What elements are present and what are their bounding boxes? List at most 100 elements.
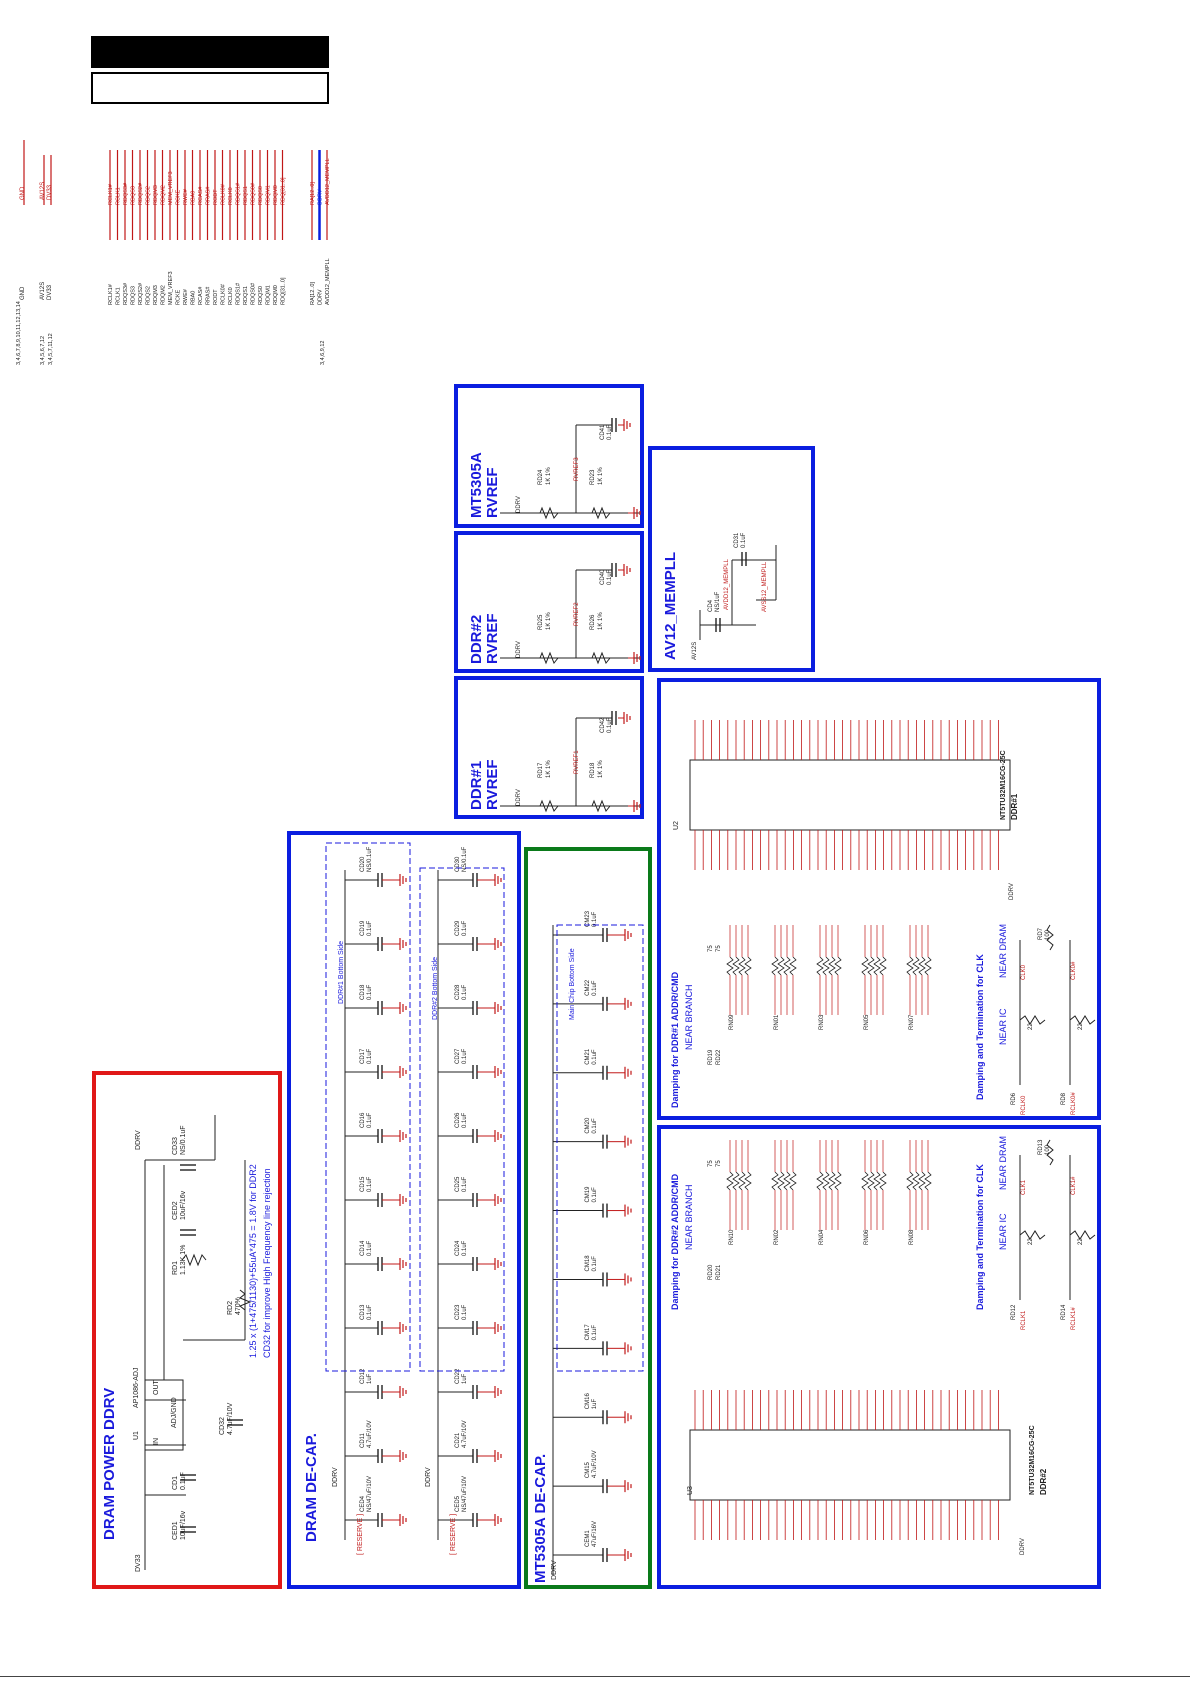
resistor-network — [744, 956, 752, 976]
vref-signal: RVREF1 — [574, 750, 580, 774]
connector-net-label: RDQS3 — [131, 286, 137, 305]
connector-net-label: RCLK1# — [108, 183, 114, 205]
resistor-network — [783, 1171, 791, 1191]
connector-net-label: RA[12..0] — [310, 282, 316, 305]
vref-net: DDRV — [516, 641, 522, 658]
connector-net-label: RDQ[31..0] — [281, 177, 287, 205]
capacitor-value: 0.1uF — [462, 920, 468, 936]
connector-net-label: AV12S — [40, 282, 46, 300]
vref-net: DDRV — [516, 496, 522, 513]
connector-net-label: RODT — [213, 189, 219, 205]
title-block-bar — [91, 36, 329, 68]
resistor-network — [834, 956, 842, 976]
connector-net-label: RCAS# — [198, 286, 204, 305]
av12-title: AV12_MEMPLL — [662, 552, 679, 660]
connector-net-label: RCLK1 — [116, 287, 122, 305]
power-net-in: DV33 — [135, 1554, 142, 1572]
capacitor-ref: CD15 — [360, 1176, 366, 1192]
resistor — [1046, 1139, 1054, 1166]
ddr1-near-branch: NEAR BRANCH — [684, 984, 694, 1050]
capacitor-value: 0.1uF — [592, 1187, 598, 1203]
capacitor-value: 0.1uF — [367, 1304, 373, 1320]
capacitor-value: 0.1uF — [367, 1112, 373, 1128]
connector-net-label: RDQS3# — [123, 282, 129, 305]
connector-net-label: RODT — [213, 289, 219, 305]
clk-net: RCLK0# — [1071, 1092, 1077, 1115]
connector-net-label: RCLK0 — [228, 287, 234, 305]
resistor-ref: RD25 — [538, 614, 544, 630]
resistor-network — [738, 956, 746, 976]
connector-net-label: RBA0 — [191, 291, 197, 305]
vref-d2-frame — [454, 531, 644, 673]
connector-net-label: RDQS2 — [146, 186, 152, 205]
connector-net-label: RCLK0# — [221, 283, 227, 305]
vref-d2-title1: DDR#2 — [468, 615, 485, 664]
vref-mt-title1: MT5305A — [468, 452, 485, 518]
connector-net-label: RBA0 — [191, 191, 197, 205]
capacitor-value: 0.1uF — [607, 717, 613, 733]
capacitor-ref: CD28 — [455, 984, 461, 1000]
capacitor-ref: CD12 — [360, 1368, 366, 1384]
resistor-value: 1K 1% — [598, 467, 604, 485]
connector-net-label: RDQM1 — [266, 285, 272, 305]
vref-d1-title2: RVREF — [484, 759, 501, 810]
connector-net-label: RWE# — [183, 288, 189, 305]
vref-mt-frame — [454, 384, 644, 528]
resistor-network — [906, 956, 914, 976]
resistor-value: 1K 1% — [546, 612, 552, 630]
resistor-network-ref: RN10 — [729, 1229, 735, 1245]
capacitor-ref: CD21 — [455, 1432, 461, 1448]
capacitor-value: NS/0.1uF — [462, 846, 468, 872]
connector-net-label: GND — [20, 186, 26, 200]
power-cd33: CD33 — [172, 1137, 179, 1155]
decap-reserve-1: [ RESERVE ] — [357, 1514, 364, 1555]
capacitor-ref: CM20 — [585, 1117, 591, 1134]
resistor-network — [867, 1171, 875, 1191]
resistor-network — [816, 956, 824, 976]
resistor-network-ref: RN06 — [864, 1229, 870, 1245]
resistor-value: 75 — [708, 1160, 714, 1167]
connector-net-label: RDQS1# — [236, 282, 242, 305]
capacitor-value: 0.1uF — [592, 1325, 598, 1341]
resistor-network — [873, 1171, 881, 1191]
connector-net-label: RDQM0 — [273, 285, 279, 305]
decap-side2-box — [419, 867, 505, 1372]
ddr1-title: Damping for DDR#1 ADDR/CMD — [670, 971, 680, 1108]
resistor-ref: RD14 — [1061, 1304, 1067, 1320]
power-note-2: CD32 for improve High Frequency line rej… — [262, 1168, 272, 1358]
av12-frame — [648, 446, 815, 672]
resistor-network — [732, 1171, 740, 1191]
connector-net-label: RDQM0 — [273, 185, 279, 205]
ddr1-near-dram: NEAR DRAM — [998, 924, 1008, 978]
capacitor-ref: CD17 — [360, 1048, 366, 1064]
resistor — [591, 506, 611, 520]
connector-net-label: RRAS# — [206, 186, 212, 205]
capacitor-value: 0.1uF — [607, 569, 613, 585]
capacitor-value: 0.1uF — [462, 1304, 468, 1320]
av12-c1-val: 0.1uF — [741, 532, 747, 548]
power-u1-part: AP1086-ADJ — [133, 1368, 140, 1408]
capacitor-ref: CD42 — [600, 717, 606, 733]
capacitor-value: 4.7uF/10V — [592, 1450, 598, 1478]
resistor-network-ref: RN03 — [819, 1014, 825, 1030]
resistor-ref: RD22 — [716, 1049, 722, 1065]
decap-side1-box — [325, 842, 411, 1372]
connector-net-label: RDQS2# — [138, 182, 144, 205]
resistor-network — [777, 1171, 785, 1191]
ddr1-chip-ref: U2 — [673, 821, 680, 830]
resistor-value: 75 — [708, 945, 714, 952]
connector-net-label: RDQS1 — [243, 286, 249, 305]
decap-net-1: DDRV — [332, 1467, 339, 1487]
connector-net-label: RDQS2# — [138, 282, 144, 305]
connector-net-label: RCLK0 — [228, 187, 234, 205]
resistor — [591, 651, 611, 665]
clk-net: CLK1# — [1071, 1176, 1077, 1195]
resistor-network-ref: RN01 — [774, 1014, 780, 1030]
ddr1-chip-part: NT5TU32M16CG-25C — [1000, 750, 1007, 820]
capacitor-ref: CD40 — [600, 569, 606, 585]
ddr1-block-frame — [657, 678, 1101, 1120]
